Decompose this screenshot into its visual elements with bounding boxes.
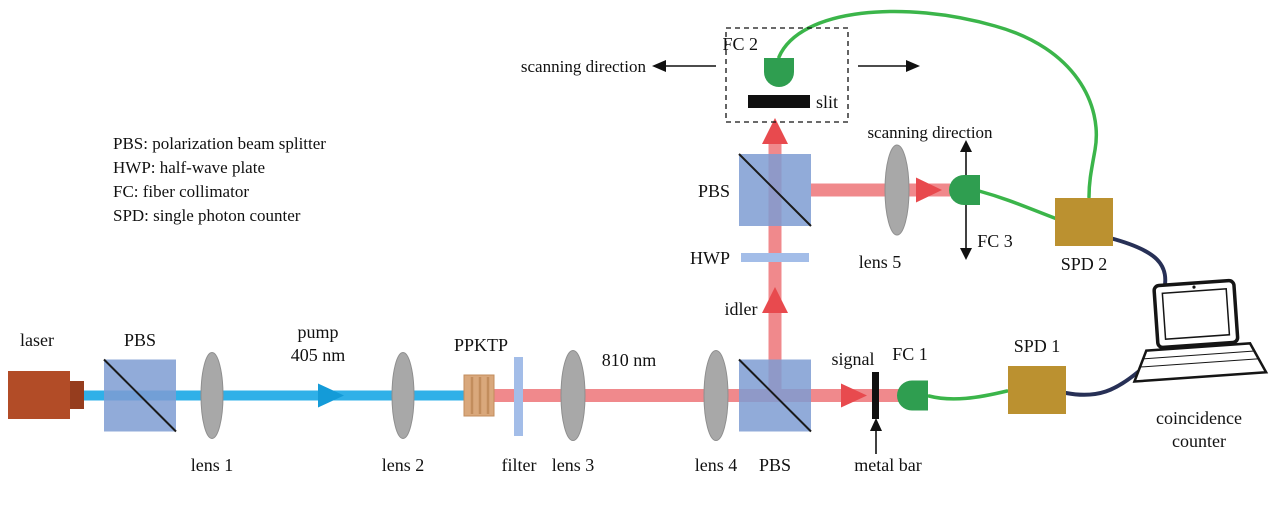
spd2-box <box>1055 198 1113 246</box>
scan-down-arrow-icon <box>960 248 972 260</box>
hwp-label: HWP <box>690 248 730 268</box>
idler-beam-top-arrow-icon <box>762 118 788 144</box>
laptop-keyboard-line <box>1142 350 1255 360</box>
legend-fc: FC: fiber collimator <box>113 182 249 201</box>
lens3-label: lens 3 <box>552 455 595 475</box>
legend-pbs: PBS: polarization beam splitter <box>113 134 326 153</box>
legend-hwp: HWP: half-wave plate <box>113 158 265 177</box>
idler-beam-arrow-icon <box>762 287 788 313</box>
coincidence-counter-label-line2: counter <box>1172 431 1226 451</box>
pbs1-diagonal <box>103 358 177 433</box>
scan-up-arrow-icon <box>960 140 972 152</box>
laser-label: laser <box>20 330 54 350</box>
spd1-box <box>1008 366 1066 414</box>
reflected-beam-to-fc3 <box>811 183 950 197</box>
lens5-label: lens 5 <box>859 252 902 272</box>
lens5-shape <box>884 144 910 236</box>
laptop-keyboard-line <box>1140 358 1260 368</box>
laser-aperture <box>70 381 84 409</box>
lens4-shape <box>703 350 729 441</box>
laptop <box>1132 278 1269 383</box>
laser-box <box>8 371 70 419</box>
lens2-label: lens 2 <box>382 455 425 475</box>
laptop-camera-icon <box>1192 285 1196 289</box>
lens2-shape <box>391 352 415 439</box>
fc3-beam-arrow-icon <box>916 177 942 203</box>
slit-label: slit <box>816 92 838 112</box>
laptop-screen-inner <box>1161 288 1231 341</box>
signal-label: signal <box>832 349 875 369</box>
fiber-fc1-to-spd1 <box>927 389 1009 401</box>
pbs1-label: PBS <box>124 330 156 350</box>
fc2-collimator <box>764 58 794 87</box>
fiber-fc2-to-spd2 <box>777 9 1098 199</box>
component-layer <box>8 58 1269 454</box>
fc3-collimator <box>949 175 980 205</box>
pump-label-line1: pump <box>297 322 338 342</box>
fiber-layer <box>777 9 1168 401</box>
cable-spd1-to-counter <box>1064 370 1140 397</box>
scan-direction-top-label: scanning direction <box>521 57 647 76</box>
pbs3-diagonal <box>738 153 812 227</box>
slit-shape <box>748 95 810 108</box>
lens1-label: lens 1 <box>191 455 234 475</box>
fc3-label: FC 3 <box>977 231 1013 251</box>
filter-plate <box>514 357 523 436</box>
metal-bar-pointer-icon <box>870 418 882 431</box>
laptop-base <box>1132 342 1269 383</box>
pump-label-line2: 405 nm <box>291 345 346 365</box>
fc1-label: FC 1 <box>892 344 928 364</box>
signal-beam-arrow-icon <box>841 383 867 408</box>
coincidence-counter-label-line1: coincidence <box>1156 408 1242 428</box>
lens4-label: lens 4 <box>695 455 738 475</box>
pbs2-diagonal <box>738 358 812 433</box>
wavelength-label: 810 nm <box>602 350 657 370</box>
ppktp-label: PPKTP <box>454 335 508 355</box>
pump-beam-arrow-icon <box>318 383 344 408</box>
label-layer: PBS: polarization beam splitter HWP: hal… <box>20 34 1242 475</box>
fiber-fc3-to-spd2 <box>977 189 1059 221</box>
metal-bar-label: metal bar <box>854 455 921 475</box>
pbs2-label: PBS <box>759 455 791 475</box>
spd1-label: SPD 1 <box>1014 336 1061 356</box>
spd2-label: SPD 2 <box>1061 254 1108 274</box>
pbs3-label: PBS <box>698 181 730 201</box>
hwp-plate <box>741 253 809 262</box>
scan-direction-right-label: scanning direction <box>867 123 993 142</box>
fc2-label: FC 2 <box>722 34 758 54</box>
legend-spd: SPD: single photon counter <box>113 206 301 225</box>
scan-arrow-layer <box>652 60 972 260</box>
metal-bar-shape <box>872 372 879 419</box>
fc1-collimator <box>897 380 928 411</box>
filter-label: filter <box>502 455 537 475</box>
idler-label: idler <box>725 299 758 319</box>
scan-right-arrow-icon <box>906 60 920 72</box>
pump-beam <box>84 390 470 401</box>
scan-left-arrow-icon <box>652 60 666 72</box>
lens3-shape <box>560 350 586 441</box>
lens1-shape <box>200 352 224 439</box>
